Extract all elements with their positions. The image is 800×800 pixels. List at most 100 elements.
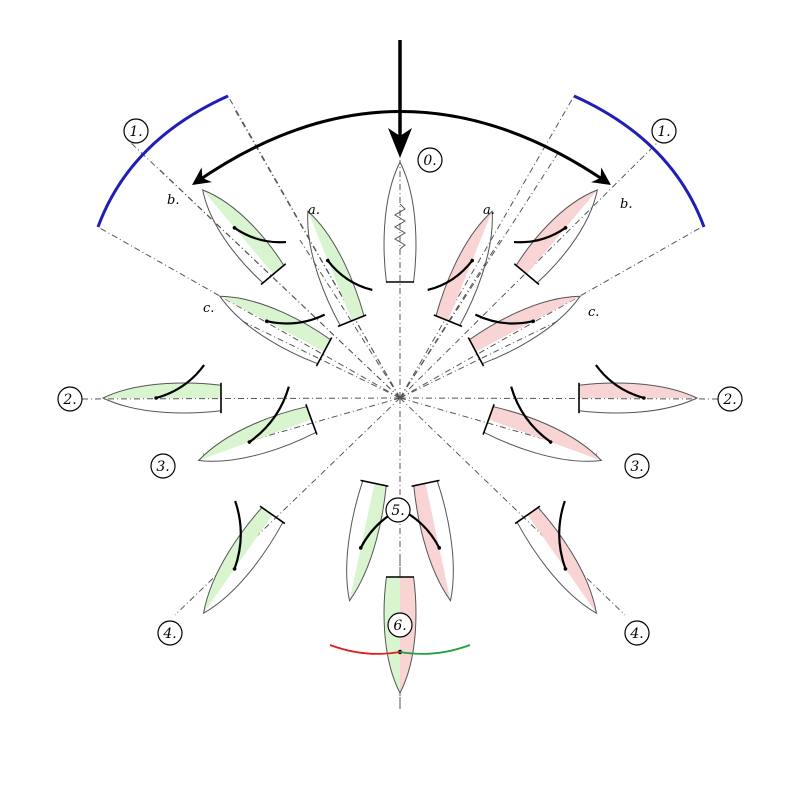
hull-fill bbox=[219, 296, 331, 352]
label-a-right: a. bbox=[483, 203, 495, 218]
sail bbox=[427, 259, 474, 292]
hull-outline bbox=[516, 506, 598, 615]
transom bbox=[411, 479, 440, 488]
label-pos0: 0. bbox=[417, 147, 443, 173]
label-pos4-right: 4. bbox=[624, 620, 650, 646]
svg-text:4.: 4. bbox=[162, 626, 176, 642]
transom bbox=[514, 505, 541, 525]
mast bbox=[232, 567, 237, 571]
transom bbox=[433, 314, 463, 328]
label-pos5: 5. bbox=[385, 497, 411, 523]
no-go-zone-arrow bbox=[192, 110, 611, 186]
boat-right-pos2 bbox=[578, 364, 699, 414]
label-pos1-right: 1. bbox=[651, 118, 677, 144]
sail bbox=[595, 364, 645, 400]
sail bbox=[233, 500, 242, 570]
transom bbox=[260, 263, 287, 286]
radial-line bbox=[399, 239, 501, 399]
svg-text:3.: 3. bbox=[630, 459, 643, 475]
close-hauled-arc-left bbox=[96, 94, 229, 228]
hull-fill bbox=[307, 211, 364, 321]
mast bbox=[247, 440, 252, 444]
label-pos3-right: 3. bbox=[624, 453, 650, 479]
sail bbox=[233, 226, 286, 244]
transom bbox=[482, 404, 495, 435]
svg-text:1.: 1. bbox=[657, 124, 670, 140]
hull-fill bbox=[203, 507, 273, 614]
position-labels: 0. 1. 1. 2. 2. 3. 3. 4. 4. 5. 6. a. a. b… bbox=[57, 118, 743, 646]
mast bbox=[325, 258, 330, 263]
mast bbox=[154, 396, 158, 400]
svg-text:4.: 4. bbox=[629, 626, 643, 642]
sail bbox=[510, 386, 552, 443]
jibe-arc-red bbox=[329, 644, 401, 655]
mast bbox=[563, 225, 568, 230]
svg-text:5.: 5. bbox=[391, 503, 404, 519]
radial-line bbox=[234, 109, 401, 399]
boat-right-b bbox=[513, 189, 599, 286]
transom bbox=[513, 263, 540, 286]
svg-text:1.: 1. bbox=[129, 124, 142, 140]
hull-fill bbox=[488, 406, 602, 461]
hull-fill bbox=[527, 507, 597, 614]
label-pos6: 6. bbox=[387, 612, 413, 638]
label-a-left: a. bbox=[308, 203, 320, 218]
sail bbox=[326, 259, 373, 292]
radial-line bbox=[399, 397, 721, 400]
svg-text:6.: 6. bbox=[393, 618, 406, 634]
hull-fill bbox=[413, 483, 451, 601]
radial-line bbox=[79, 397, 401, 400]
boat-left-pos4 bbox=[202, 500, 286, 615]
sail bbox=[474, 313, 534, 325]
transom bbox=[467, 337, 485, 367]
mast bbox=[358, 546, 363, 550]
sail bbox=[155, 364, 205, 400]
jibe-arc-green bbox=[399, 644, 471, 655]
sail bbox=[558, 500, 567, 570]
hull-fill bbox=[579, 383, 697, 398]
mast bbox=[470, 258, 475, 263]
boat-left-a bbox=[307, 210, 373, 328]
mast bbox=[531, 319, 536, 324]
label-pos1-left: 1. bbox=[123, 118, 149, 144]
mast bbox=[437, 546, 442, 550]
svg-text:3.: 3. bbox=[156, 459, 169, 475]
radial-line bbox=[97, 226, 401, 399]
boat-right-c bbox=[467, 295, 582, 367]
transom bbox=[360, 479, 389, 488]
radial-line bbox=[399, 319, 561, 399]
radial-line bbox=[159, 169, 401, 399]
label-b-left: b. bbox=[167, 193, 179, 208]
transom bbox=[305, 404, 318, 435]
label-pos4-left: 4. bbox=[157, 620, 183, 646]
label-pos2-left: 2. bbox=[57, 386, 83, 412]
transom bbox=[259, 505, 286, 525]
mast bbox=[232, 225, 237, 230]
sail bbox=[266, 313, 326, 325]
radial-line bbox=[399, 397, 626, 616]
mast bbox=[642, 396, 646, 400]
boat-pos0 bbox=[383, 160, 417, 283]
mast bbox=[563, 567, 568, 571]
radial-line bbox=[399, 149, 561, 399]
label-c-right: c. bbox=[588, 305, 599, 320]
label-c-left: c. bbox=[203, 301, 214, 316]
mast bbox=[548, 440, 553, 444]
svg-text:0.: 0. bbox=[423, 153, 436, 169]
radial-line bbox=[239, 319, 401, 399]
luffing-sail bbox=[394, 203, 406, 250]
boat-right-a bbox=[427, 210, 493, 328]
boat-left-c bbox=[218, 295, 333, 367]
hull-fill bbox=[103, 383, 221, 398]
radial-line bbox=[174, 397, 401, 616]
close-hauled-arc-right bbox=[573, 94, 706, 228]
boat-left-pos3 bbox=[197, 386, 318, 462]
radial-line bbox=[299, 239, 401, 399]
svg-text:2.: 2. bbox=[722, 392, 736, 408]
hull-fill bbox=[198, 406, 312, 461]
hull-fill-green bbox=[384, 577, 400, 693]
hull-fill bbox=[469, 296, 581, 352]
mast bbox=[264, 319, 269, 324]
hull-fill bbox=[349, 483, 387, 601]
